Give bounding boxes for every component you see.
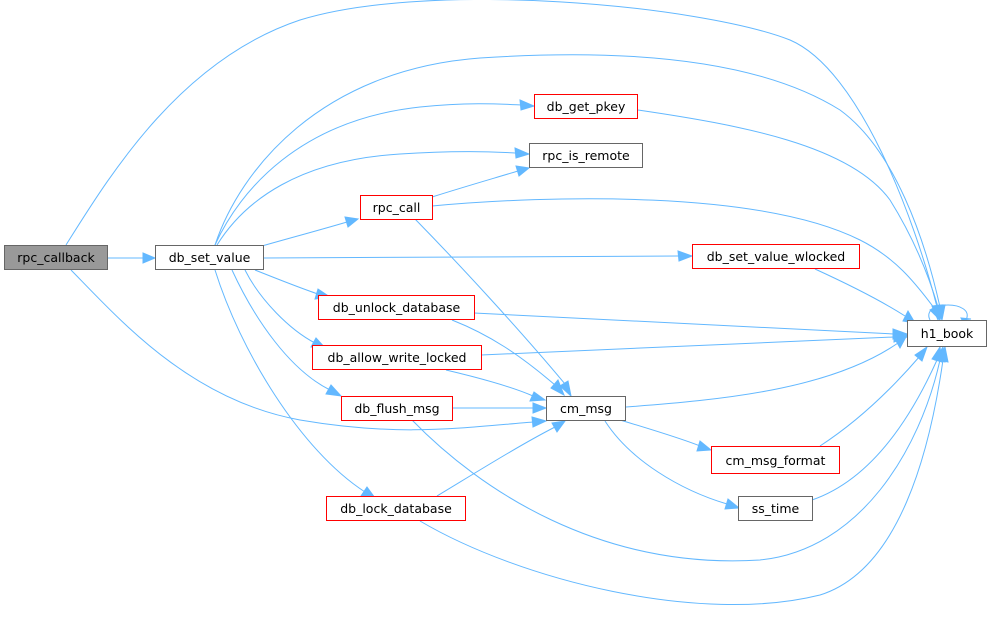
node-box (312, 345, 482, 370)
edge-db_set_value-to-db_lock_database (214, 269, 366, 493)
edges-layer (65, 0, 972, 605)
node-label: h1_book (921, 326, 974, 341)
node-db-allow-write-locked[interactable]: db_allow_write_locked (312, 345, 482, 370)
arrowhead-cm_msg-to-h1_book (894, 334, 909, 350)
arrowhead-db_lock_database-to-cm_msg (551, 420, 567, 433)
node-box (529, 143, 643, 168)
edge-ss_time-to-h1_book (811, 359, 938, 501)
edge-h1_book-to-h1_book (928, 304, 968, 321)
arrowhead-db_flush_msg-to-cm_msg (532, 402, 548, 414)
node-label: rpc_callback (17, 250, 95, 265)
edge-cm_msg-to-h1_book (625, 342, 899, 408)
node-db-lock-database[interactable]: db_lock_database (326, 496, 466, 521)
edge-db_lock_database-to-cm_msg (436, 426, 556, 497)
node-cm-msg[interactable]: cm_msg (546, 396, 626, 421)
node-rpc-call[interactable]: rpc_call (360, 195, 433, 220)
node-box (326, 496, 466, 521)
edge-db_get_pkey-to-h1_book (637, 109, 939, 308)
edge-db_set_value-to-db_set_value_wlocked (263, 255, 680, 259)
node-box (318, 295, 475, 320)
node-label: rpc_call (373, 200, 421, 215)
edge-db_set_value-to-db_unlock_database (254, 269, 319, 295)
node-box (4, 245, 108, 270)
arrowhead-rpc_call-to-cm_msg (559, 380, 572, 398)
node-label: db_flush_msg (354, 401, 439, 416)
node-rpc-is-remote[interactable]: rpc_is_remote (529, 143, 643, 168)
node-label: db_get_pkey (547, 99, 626, 114)
arrowhead-rpc_callback-to-cm_msg (531, 416, 548, 428)
node-label: db_set_value (169, 250, 251, 265)
edge-cm_msg-to-ss_time (604, 420, 728, 505)
node-db-set-value[interactable]: db_set_value (155, 245, 264, 270)
node-db-flush-msg[interactable]: db_flush_msg (341, 396, 453, 421)
edge-db_allow_write_locked-to-cm_msg (445, 369, 534, 397)
edge-db_lock_database-to-h1_book (419, 359, 944, 605)
node-label: cm_msg_format (726, 453, 826, 468)
edge-db_unlock_database-to-h1_book (473, 312, 895, 335)
node-label: cm_msg (560, 401, 612, 416)
edge-db_set_value-to-rpc_call (261, 221, 348, 247)
edge-db_set_value-to-db_flush_msg (231, 269, 331, 391)
edge-cm_msg-to-cm_msg_format (619, 419, 701, 447)
node-db-unlock-database[interactable]: db_unlock_database (318, 295, 475, 320)
node-box (907, 320, 987, 347)
node-box (341, 396, 453, 421)
arrowhead-db_set_value-to-db_get_pkey (519, 99, 536, 111)
node-db-set-value-wlocked[interactable]: db_set_value_wlocked (692, 244, 860, 269)
edge-db_set_value-to-db_get_pkey (214, 103, 522, 246)
arrowhead-rpc_call-to-rpc_is_remote (515, 165, 531, 177)
node-box (711, 446, 840, 474)
node-label: ss_time (752, 501, 800, 516)
node-cm-msg-format[interactable]: cm_msg_format (711, 446, 840, 474)
edge-rpc_callback-to-cm_msg (70, 269, 534, 431)
edge-db_set_value-to-h1_book (214, 54, 941, 308)
node-box (738, 496, 813, 521)
node-box (692, 244, 860, 269)
edge-db_unlock_database-to-cm_msg (451, 319, 556, 386)
arrowhead-db_unlock_database-to-cm_msg (550, 379, 565, 397)
edge-cm_msg_format-to-h1_book (819, 355, 921, 447)
node-box (546, 396, 626, 421)
arrowhead-db_set_value-to-db_flush_msg (325, 384, 343, 397)
node-rpc-callback[interactable]: rpc_callback (4, 245, 108, 270)
node-box (360, 195, 433, 220)
edge-db_set_value-to-db_allow_write_locked (244, 269, 316, 344)
arrowhead-ss_time-to-h1_book (931, 345, 943, 363)
arrowhead-cm_msg-to-cm_msg_format (696, 440, 713, 452)
node-db-get-pkey[interactable]: db_get_pkey (534, 94, 638, 119)
arrowhead-db_set_value-to-rpc_is_remote (514, 147, 531, 159)
node-label: db_unlock_database (333, 300, 461, 315)
node-label: db_set_value_wlocked (707, 249, 846, 264)
edge-rpc_call-to-cm_msg (414, 218, 566, 385)
arrowhead-cm_msg-to-ss_time (724, 498, 741, 510)
edge-db_set_value-to-rpc_is_remote (216, 151, 517, 246)
arrowhead-db_set_value-to-rpc_call (344, 216, 360, 228)
arrowhead-h1_book-to-h1_book (960, 317, 972, 321)
node-label: db_lock_database (340, 501, 452, 516)
node-label: db_allow_write_locked (328, 350, 467, 365)
edge-db_allow_write_locked-to-h1_book (480, 336, 895, 356)
node-box (155, 245, 264, 270)
edge-db_flush_msg-to-h1_book (411, 359, 941, 562)
arrowhead-cm_msg_format-to-h1_book (914, 345, 928, 362)
node-box (534, 94, 638, 119)
node-h1-book[interactable]: h1_book (907, 320, 987, 347)
arrowhead-rpc_callback-to-db_set_value (142, 252, 157, 264)
edge-db_set_value_wlocked-to-h1_book (814, 268, 906, 317)
edge-rpc_callback-to-h1_book (65, 0, 938, 308)
node-ss-time[interactable]: ss_time (738, 496, 813, 521)
arrowhead-db_allow_write_locked-to-cm_msg (529, 391, 547, 402)
arrowhead-db_set_value-to-db_set_value_wlocked (677, 250, 694, 262)
edge-rpc_call-to-h1_book (431, 198, 936, 310)
node-label: rpc_is_remote (542, 148, 630, 163)
edge-rpc_call-to-rpc_is_remote (431, 170, 519, 198)
